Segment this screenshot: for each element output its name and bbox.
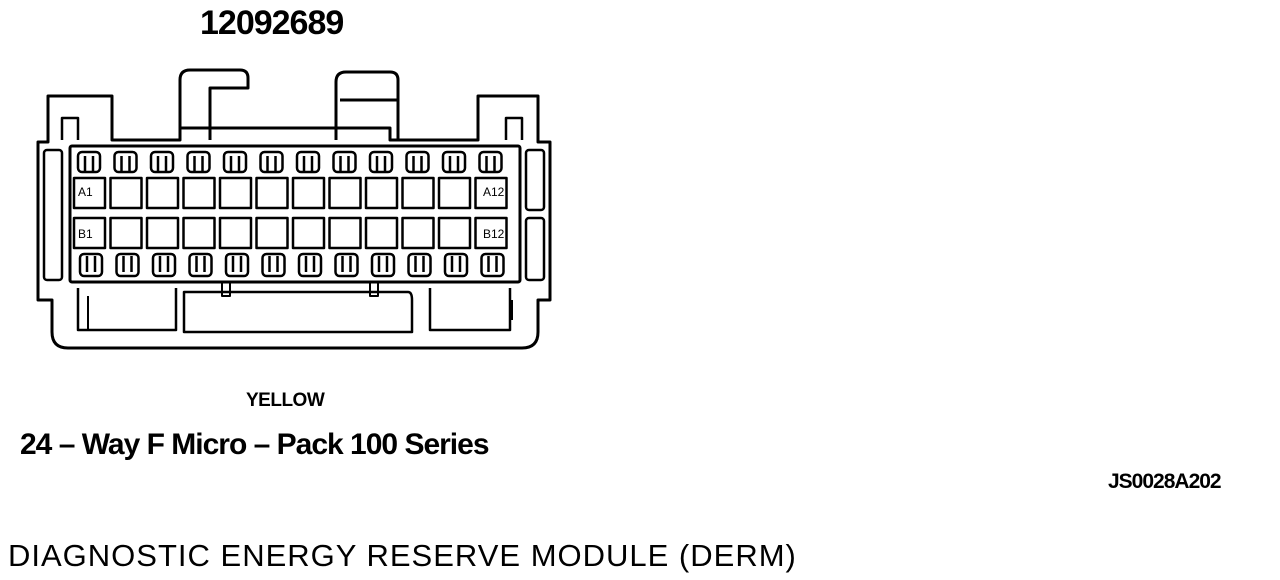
pin-cavity-b (218, 216, 253, 250)
bottom-tab (224, 252, 250, 278)
pin-cavity-b (328, 216, 362, 250)
top-tab (441, 150, 467, 174)
pin-cavity-a (328, 176, 362, 210)
pin-cavity-b (72, 216, 107, 250)
pin-cavity-b (474, 216, 508, 250)
pin-cavity-b (437, 216, 472, 250)
top-tab (149, 150, 175, 174)
top-tab (222, 150, 248, 174)
pin-label-a12: A12 (483, 185, 505, 199)
pin-label-a1: A1 (78, 185, 93, 199)
pin-cavity-b (401, 216, 435, 250)
pin-row-a (72, 176, 508, 210)
terminal-cavity (68, 144, 522, 284)
pin-cavity-a (109, 176, 143, 210)
top-latch-tabs (76, 150, 503, 174)
module-name: DIAGNOSTIC ENERGY RESERVE MODULE (DERM) (8, 538, 797, 573)
pin-cavity-a (291, 176, 326, 210)
connector-color: YELLOW (246, 390, 325, 411)
bottom-tab (443, 252, 469, 278)
pin-cavity-b (109, 216, 143, 250)
pin-cavity-b (145, 216, 180, 250)
lower-bay (76, 288, 178, 332)
bottom-tab (480, 252, 505, 278)
bottom-tab (334, 252, 359, 278)
pin-cavity-a (218, 176, 253, 210)
pin-cavity-a (364, 176, 399, 210)
left-latch (178, 68, 250, 140)
connector-diagram: A1 A12 B1 B12 (36, 68, 552, 350)
top-tab (186, 150, 211, 174)
connector-series: 24 – Way F Micro – Pack 100 Series (20, 428, 490, 461)
right-latch (334, 70, 400, 140)
figure-code: JS0028A202 (1108, 470, 1222, 493)
bottom-tab (261, 252, 286, 278)
pin-cavity-b (291, 216, 326, 250)
top-tab (295, 150, 321, 174)
bottom-tab (407, 252, 432, 278)
part-number: 12092689 (200, 4, 344, 42)
pin-cavity-a (255, 176, 289, 210)
top-tab (368, 150, 394, 174)
bottom-tab (188, 252, 213, 278)
pin-cavity-a (401, 176, 435, 210)
bottom-tab (115, 252, 140, 278)
top-tab (332, 150, 357, 174)
pin-cavity-b (364, 216, 399, 250)
pin-cavity-a (182, 176, 216, 210)
pin-cavity-a (72, 176, 107, 210)
connector-housing-outline (36, 94, 552, 350)
pin-label-b1: B1 (78, 227, 93, 241)
pin-cavity-b (182, 216, 216, 250)
top-tab (76, 150, 102, 174)
pin-row-b (72, 216, 508, 250)
top-tab (113, 150, 138, 174)
top-tab (259, 150, 284, 174)
top-tab (405, 150, 430, 174)
top-tab (478, 150, 503, 174)
pin-cavity-b (255, 216, 289, 250)
pin-cavity-a (437, 176, 472, 210)
bottom-tab (78, 252, 104, 278)
bottom-latch-tabs (78, 252, 505, 278)
pin-cavity-a (145, 176, 180, 210)
bottom-tab (297, 252, 323, 278)
bottom-tab (370, 252, 396, 278)
pin-cavity-a (474, 176, 508, 210)
bottom-tab (151, 252, 177, 278)
pin-label-b12: B12 (483, 227, 505, 241)
